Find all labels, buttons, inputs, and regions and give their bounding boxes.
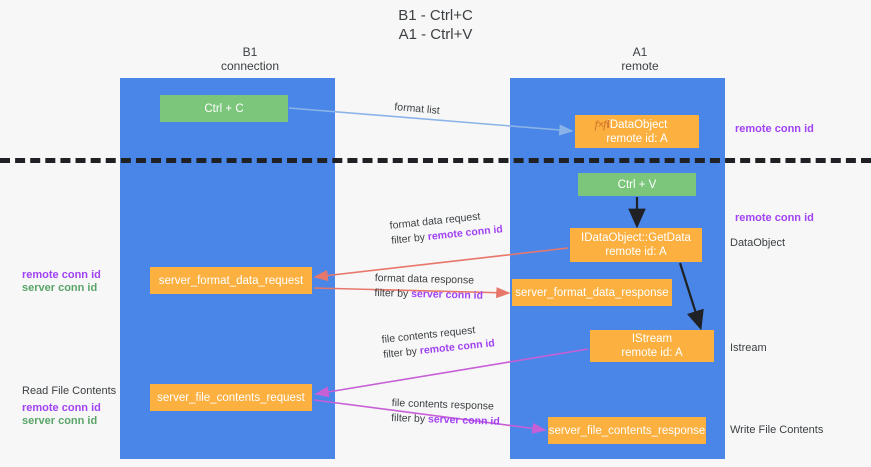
box-server-format-data-response[interactable]: server_format_data_response [512,279,672,306]
box-server-file-contents-request[interactable]: server_file_contents_request [150,384,312,411]
box-file-resp-label: server_file_contents_response [548,424,706,437]
edge-label-file-contents-request: file contents request filter by remote c… [381,321,496,363]
annotation-istream: Istream [730,342,767,354]
edge-label-format-list-line1: format list [393,100,441,117]
glyph-artifact: ƒ×ƒíl [593,118,610,131]
annotation-server-conn-id-left: server conn id [22,282,98,294]
box-ctrl-c-label: Ctrl + C [204,102,244,115]
dashed-separator [0,158,871,163]
edge-label-format-data-response: format data response filter by server co… [374,271,483,304]
box-idataobject-getdata[interactable]: IDataObject::GetData remote id: A [570,228,702,262]
box-idataobject-line1-text: IDataObject [606,118,668,131]
box-istream[interactable]: IStream remote id: A [590,330,714,362]
annotation-read-file-contents: Read File Contents [22,385,117,397]
edge-label-fmt-req-prefix: filter by [390,231,429,247]
box-server-format-data-request[interactable]: server_format_data_request [150,267,312,294]
page-title: B1 - Ctrl+C A1 - Ctrl+V [398,7,473,43]
annotation-remote-conn-id-mid: remote conn id [735,212,814,224]
annotation-remote-conn-id-left: remote conn id [22,269,101,281]
box-istream-line1: IStream [631,333,673,345]
box-file-req-label: server_file_contents_request [157,391,305,404]
edge-label-fmt-resp-line2: filter by server conn id [374,286,483,304]
edge-label-file-resp-highlight: server conn id [427,413,500,428]
annotation-server-conn-id-left2: server conn id [22,415,98,427]
annotation-dataobject: DataObject [730,237,786,249]
box-ctrl-v[interactable]: Ctrl + V [578,173,696,196]
box-istream-line2: remote id: A [621,347,683,359]
annotation-remote-conn-id-top: remote conn id [735,123,814,135]
column-header-b1: B1 connection [220,45,280,73]
edge-label-file-resp-line2: filter by server conn id [391,411,500,430]
annotation-remote-conn-id-left2: remote conn id [22,402,101,414]
edge-label-file-contents-response: file contents response filter by server … [391,396,501,430]
edge-label-fmt-resp-prefix: filter by [374,286,412,300]
box-getdata-line1: IDataObject::GetData [581,232,691,244]
box-fmt-resp-label: server_format_data_response [515,286,669,299]
box-fmt-req-label: server_format_data_request [158,274,304,287]
box-idataobject-line2: remote id: A [606,132,668,145]
box-server-file-contents-response[interactable]: server_file_contents_response [548,417,706,444]
edge-label-file-req-prefix: filter by [382,345,421,361]
edge-label-fmt-resp-highlight: server conn id [411,287,484,302]
column-header-a1: A1 remote [621,45,659,73]
annotation-conn-id-legend-top: remote conn id server conn id [22,269,101,295]
box-getdata-line2: remote id: A [605,246,667,258]
edge-label-format-data-request: format data request filter by remote con… [389,207,504,249]
box-ctrl-c[interactable]: Ctrl + C [160,95,288,122]
annotation-conn-id-legend-bottom: remote conn id server conn id [22,402,101,428]
annotation-write-file-contents: Write File Contents [730,424,824,436]
edge-label-format-list: format list [394,100,441,119]
box-ctrl-v-label: Ctrl + V [617,178,657,191]
edge-label-file-resp-prefix: filter by [391,411,429,426]
